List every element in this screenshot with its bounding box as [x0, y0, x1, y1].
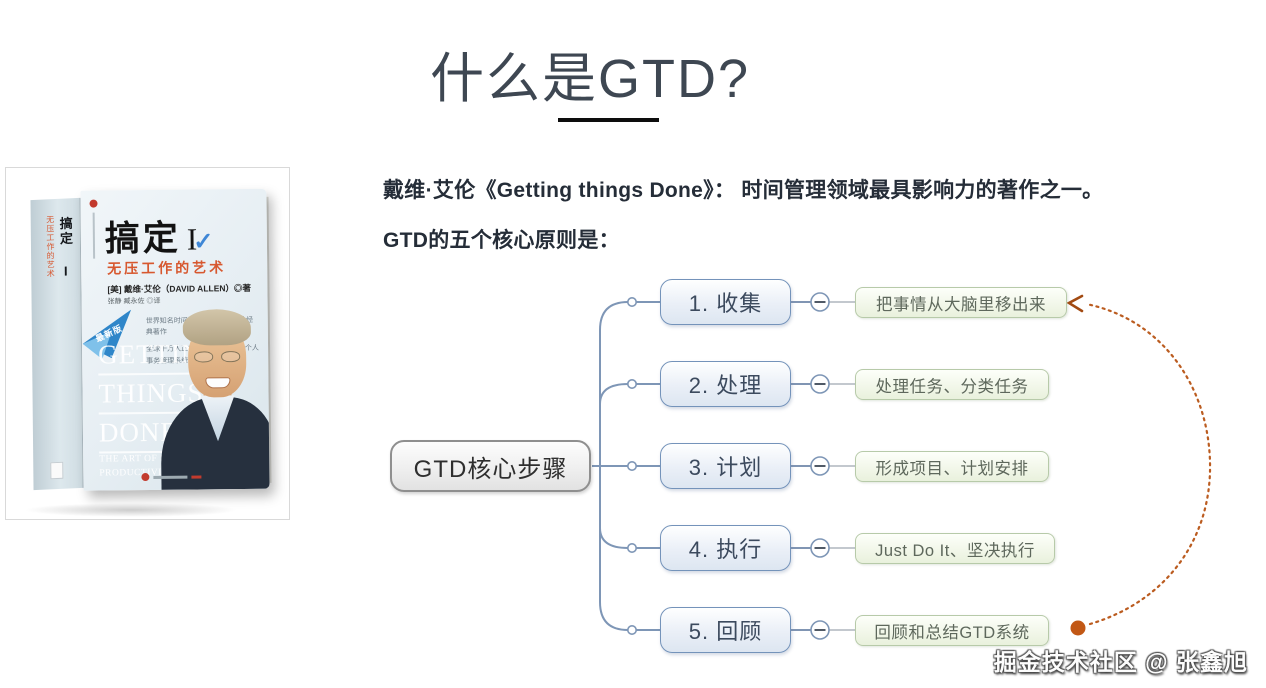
mindmap-branch-node: 1. 收集: [660, 279, 791, 325]
glasses-icon: [194, 351, 241, 363]
check-icon: ✓: [193, 228, 217, 256]
collapse-icon: [810, 620, 830, 640]
mindmap-leaf-node: Just Do It、坚决执行: [855, 533, 1055, 564]
mindmap-branch-node: 5. 回顾: [660, 607, 791, 653]
junction-dot-icon: [626, 296, 637, 307]
junction-dot-icon: [626, 460, 637, 471]
mindmap-root-node: GTD核心步骤: [390, 440, 591, 492]
watermark: 掘金技术社区 @ 张鑫旭: [993, 649, 1248, 675]
collapse-icons: [810, 292, 830, 640]
book-shadow: [24, 503, 238, 517]
collapse-icon: [810, 538, 830, 558]
hair: [182, 308, 252, 346]
mindmap-leaf-node: 形成项目、计划安排: [855, 451, 1049, 482]
spine-publisher-box: [50, 461, 64, 480]
collapse-icon: [810, 456, 830, 476]
smile: [205, 377, 231, 389]
branch-line-1: [599, 301, 660, 466]
spine-subtitle: 无压工作的艺术: [45, 215, 56, 279]
feedback-loop-arc: [1084, 302, 1212, 626]
publisher-logo-icon: [89, 199, 98, 208]
junction-dot-icon: [626, 378, 637, 389]
branch-line-2: [599, 383, 660, 466]
title-underline: [558, 118, 659, 122]
intro-line-1: 戴维·艾伦《Getting things Done》： 时间管理领域最具影响力的…: [383, 179, 1104, 202]
collapse-icon: [810, 292, 830, 312]
publisher-logo-bar: [92, 212, 96, 259]
book-spine: 搞定 I 无压工作的艺术: [30, 197, 84, 491]
junction-dot-icon: [626, 542, 637, 553]
publisher-seal-icon: [141, 473, 150, 482]
mindmap-leaf-node: 回顾和总结GTD系统: [855, 615, 1049, 646]
mindmap-leaf-node: 把事情从大脑里移出来: [855, 287, 1067, 318]
branch-line-5: [599, 466, 660, 631]
book-author: [美] 戴维·艾伦（DAVID ALLEN）◎著: [107, 282, 252, 295]
mindmap-branch-node: 3. 计划: [660, 443, 791, 489]
mindmap-leaf-node: 处理任务、分类任务: [855, 369, 1049, 400]
loop-start-dot-icon: [1070, 620, 1086, 636]
branch-line-4: [599, 466, 660, 549]
publisher-mark: [141, 472, 202, 482]
junction-dot-icon: [626, 624, 637, 635]
intro-line-2: GTD的五个核心原则是：: [383, 229, 620, 252]
collapse-icon: [810, 374, 830, 394]
page-title: 什么是GTD?: [430, 49, 751, 109]
mindmap-branch-node: 2. 处理: [660, 361, 791, 407]
book-subtitle: 无压工作的艺术: [107, 259, 227, 277]
book-translators: 张静 臧永佐 ◎译: [107, 297, 161, 306]
spine-title: 搞定 I: [57, 216, 74, 281]
loop-arrowhead-icon: [1066, 294, 1084, 313]
mindmap-branch-node: 4. 执行: [660, 525, 791, 571]
author-portrait: [160, 308, 270, 490]
